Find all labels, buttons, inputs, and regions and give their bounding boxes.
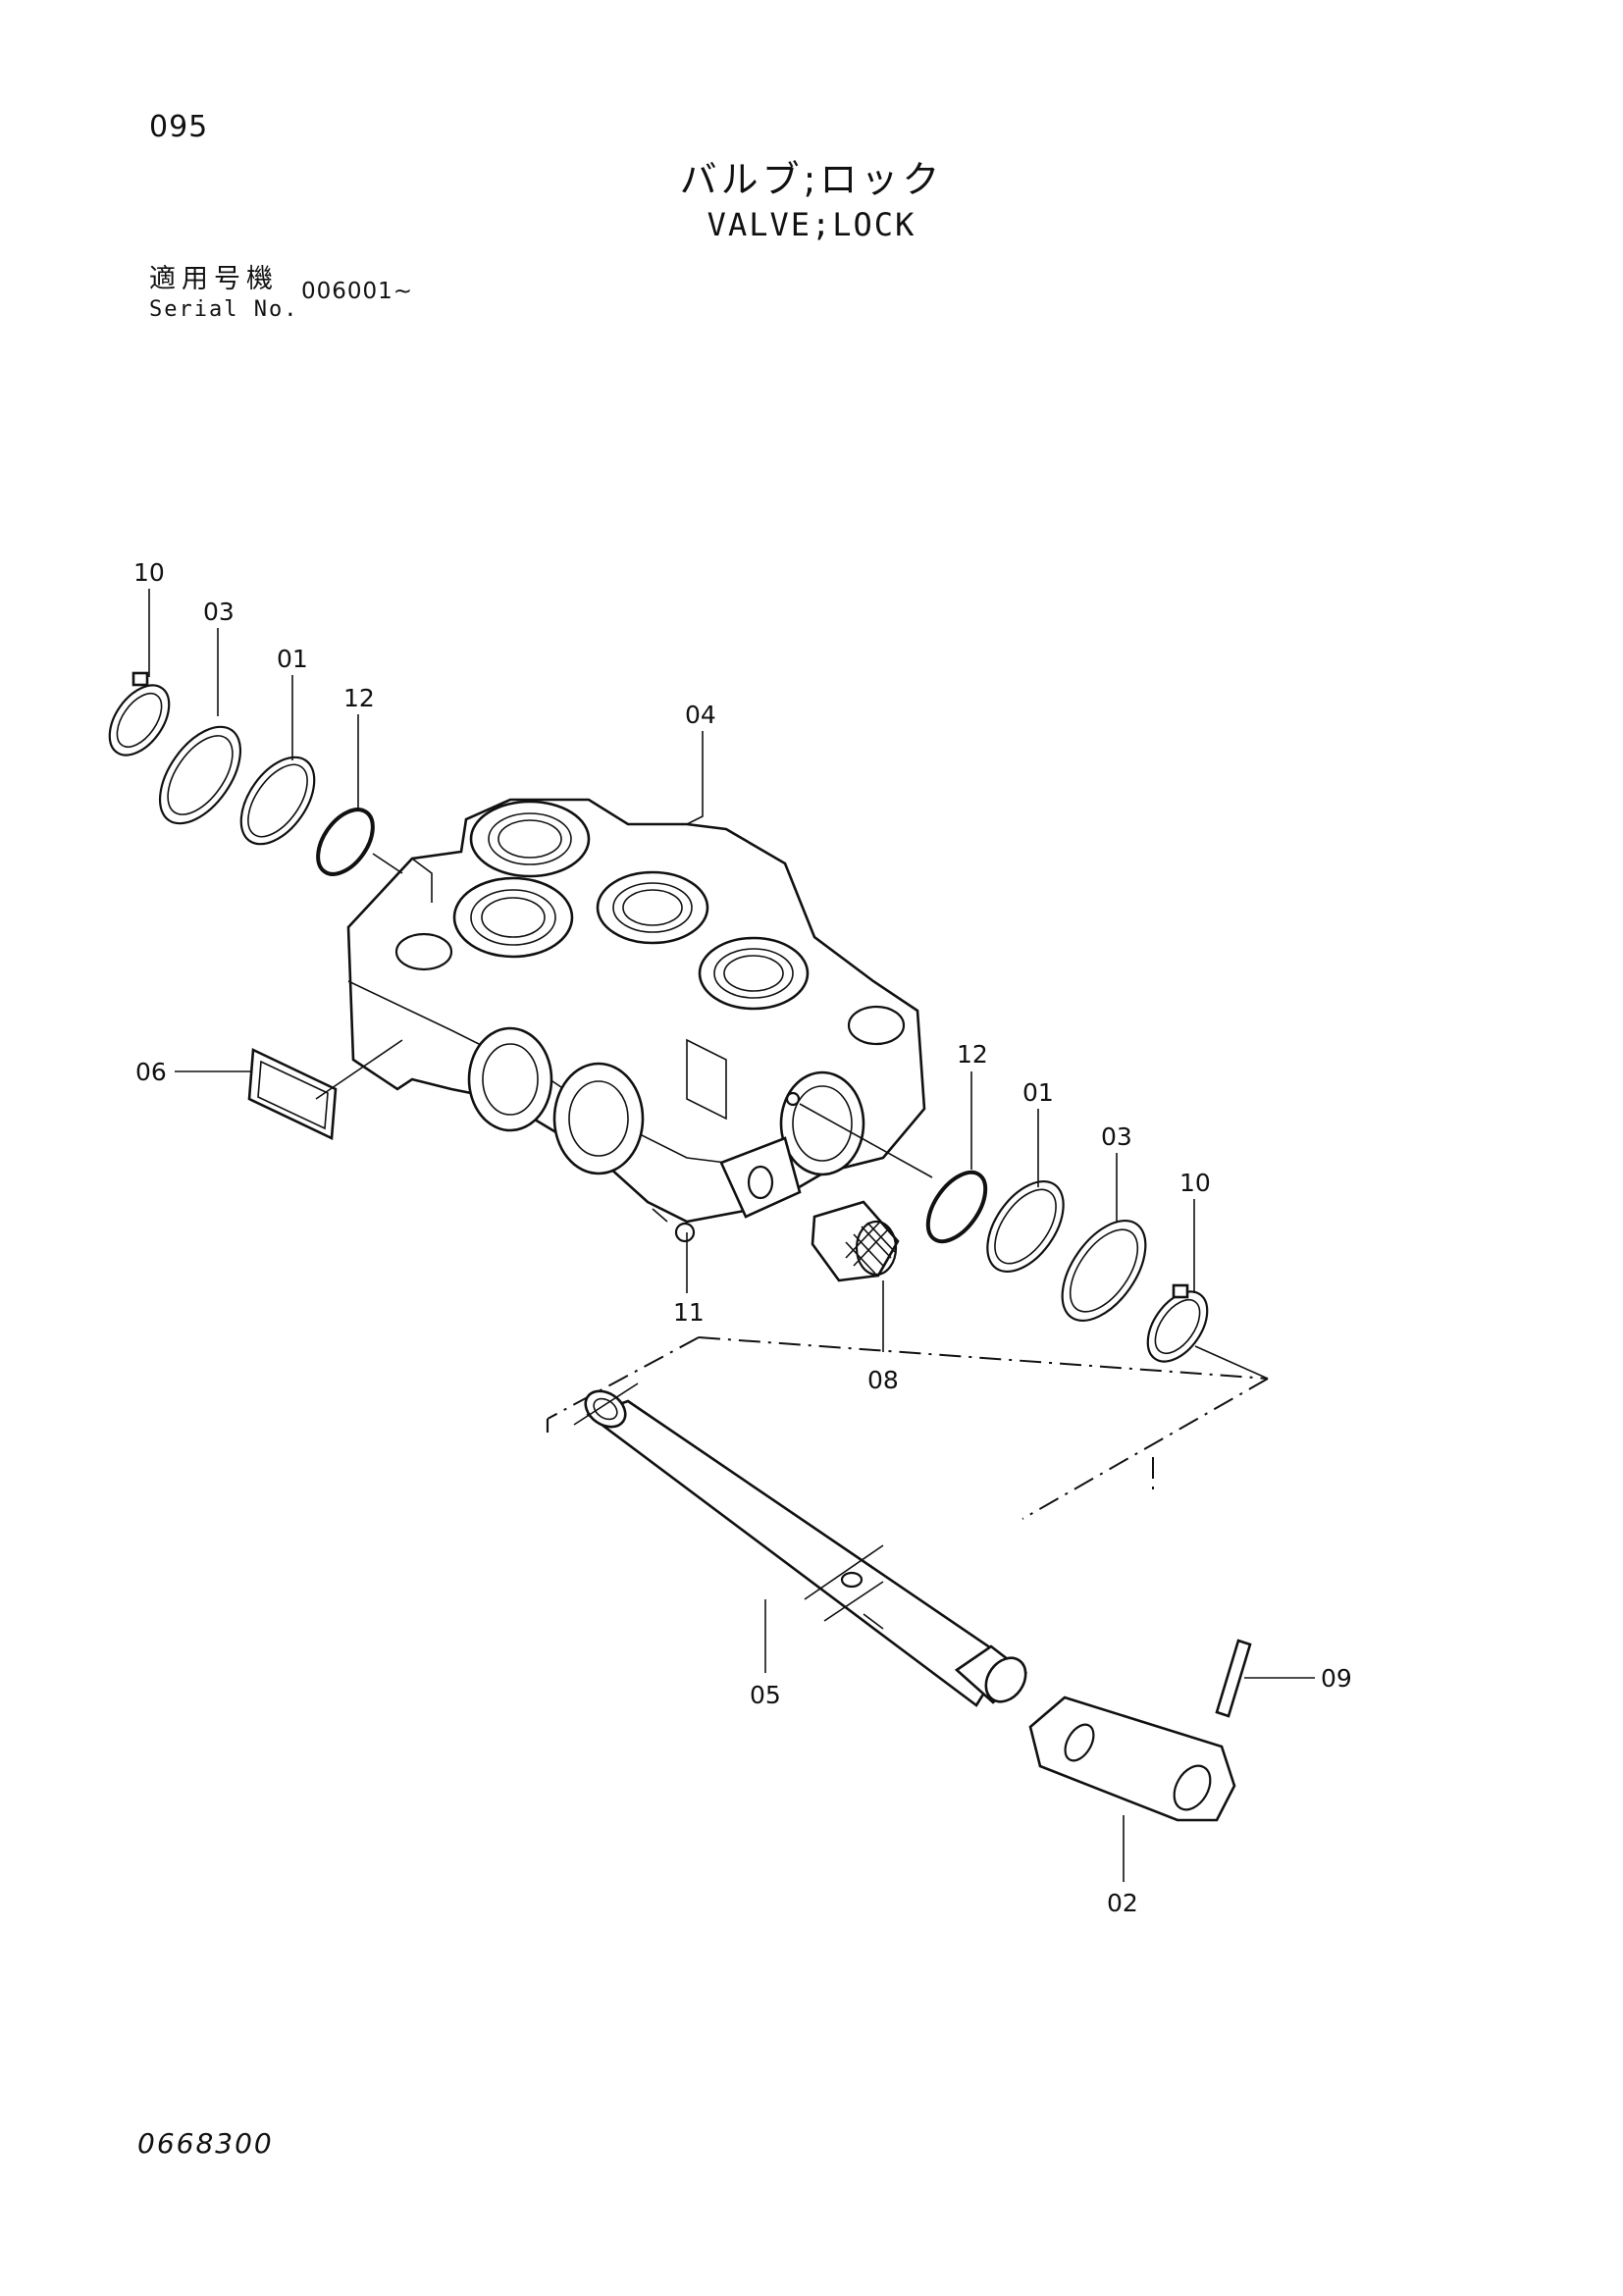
callout-03-right: 03: [1101, 1122, 1132, 1151]
page-number: 095: [149, 110, 209, 144]
valve-body: [346, 798, 926, 1224]
callout-11: 11: [673, 1298, 705, 1327]
callout-10-right: 10: [1179, 1169, 1211, 1197]
steel-ball: [674, 1222, 696, 1243]
drawing-code: 0668300: [137, 2127, 274, 2160]
serial-label-japanese: 適用号機: [149, 264, 279, 294]
plug: [811, 1200, 900, 1282]
callout-01-right: 01: [1022, 1078, 1054, 1107]
snap-ring-left: [108, 671, 171, 757]
washer-left: [158, 725, 242, 825]
serial-number-range: 006001~: [301, 279, 414, 304]
page-title-english: VALVE;LOCK: [707, 206, 916, 243]
seal-ring-right: [986, 1179, 1065, 1274]
page-title-japanese: バルブ;ロック: [679, 158, 944, 201]
callout-05: 05: [750, 1681, 781, 1709]
lever: [1028, 1696, 1236, 1822]
washer-right: [1061, 1219, 1147, 1323]
callout-10-left: 10: [133, 558, 165, 587]
serial-label-english: Serial No.: [149, 297, 299, 322]
callout-08: 08: [867, 1366, 899, 1394]
callout-06: 06: [135, 1058, 167, 1086]
o-ring-left: [316, 808, 375, 876]
snap-ring-right: [1146, 1283, 1209, 1363]
pin: [1215, 1639, 1252, 1718]
seal-ring-left: [239, 756, 316, 846]
callout-02: 02: [1107, 1889, 1138, 1917]
callout-12-left: 12: [343, 684, 375, 712]
callout-01-left: 01: [277, 645, 308, 673]
callout-03-left: 03: [203, 598, 235, 626]
o-ring-right: [925, 1170, 988, 1244]
name-plate: [247, 1048, 338, 1140]
callout-04: 04: [685, 701, 716, 729]
callout-09: 09: [1321, 1664, 1352, 1693]
spool: [573, 1383, 1028, 1707]
callout-12-right: 12: [957, 1040, 988, 1069]
